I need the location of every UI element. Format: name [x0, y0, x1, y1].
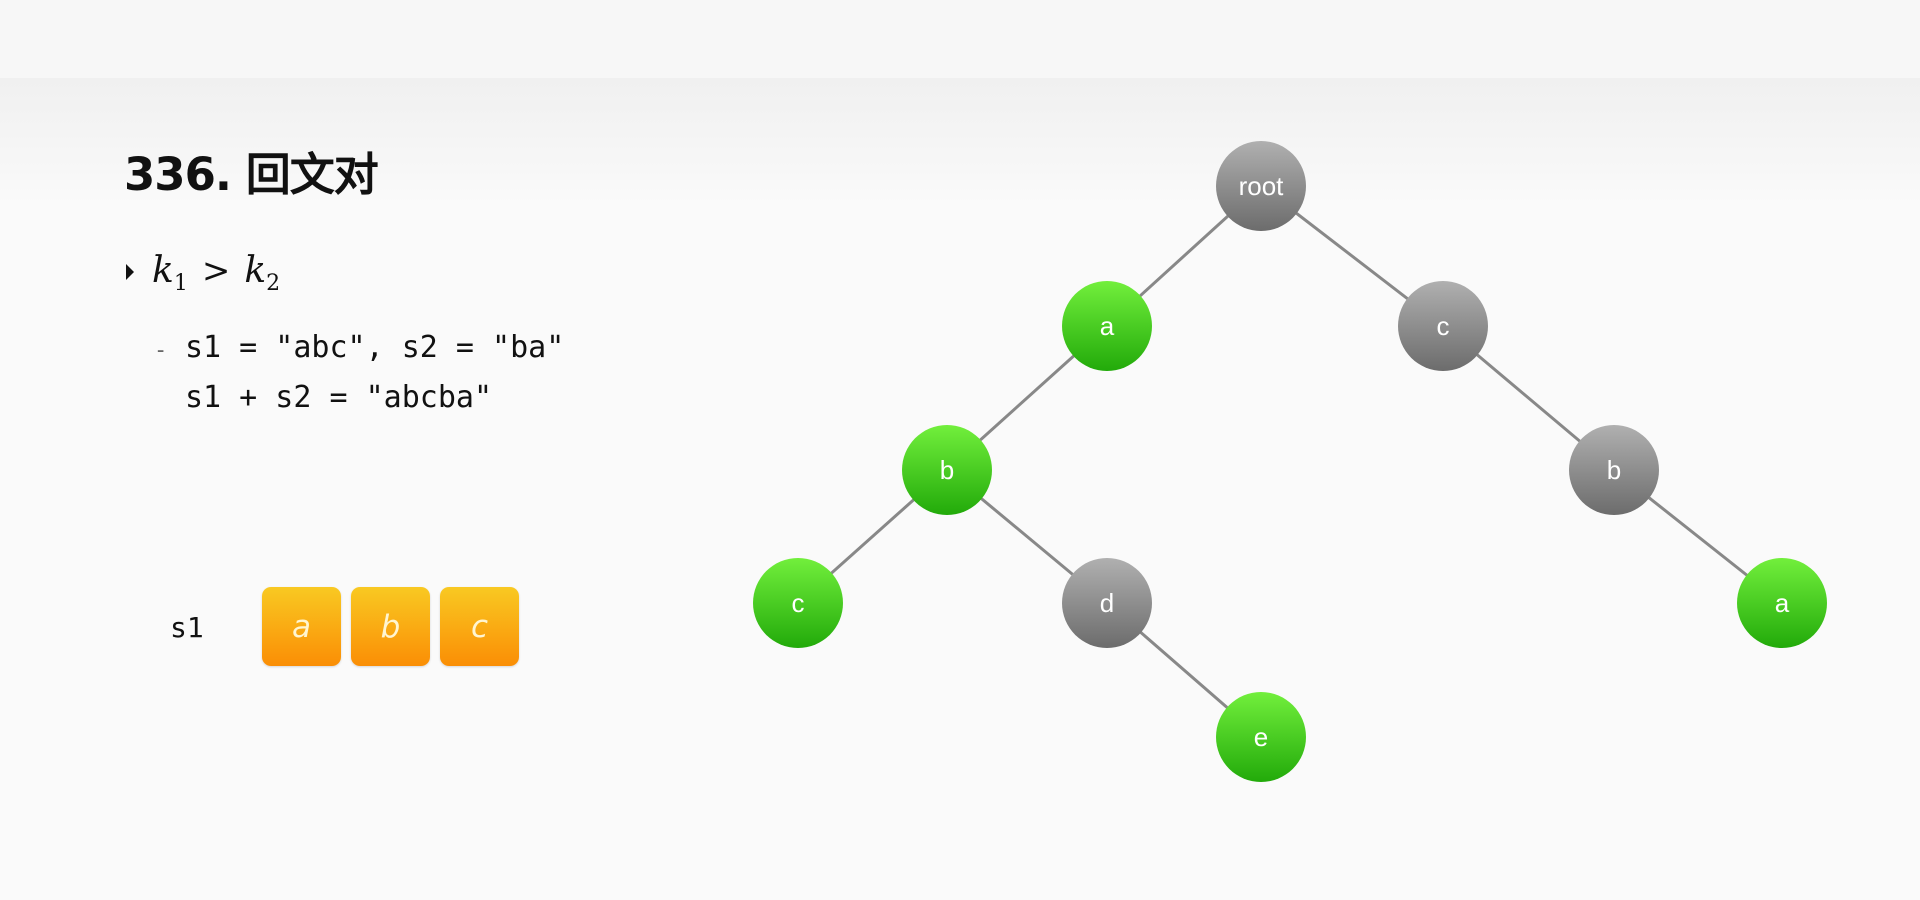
trie-node-label: c [792, 588, 805, 618]
trie-node-d1: d [1062, 558, 1152, 648]
header-shade [0, 78, 1920, 208]
s1-char-cell: b [351, 587, 430, 666]
trie-node-circle [902, 425, 992, 515]
trie-node-b1: b [902, 425, 992, 515]
trie-node-circle [1216, 692, 1306, 782]
trie-node-label: e [1254, 722, 1268, 752]
trie-node-label: c [1437, 311, 1450, 341]
code-line-2: s1 + s2 = "abcba" [185, 380, 493, 415]
trie-node-circle [1062, 281, 1152, 371]
trie-node-root: root [1216, 141, 1306, 231]
trie-node-circle [1569, 425, 1659, 515]
code-line-1: s1 = "abc", s2 = "ba" [185, 330, 565, 365]
trie-node-circle [753, 558, 843, 648]
trie-node-label: b [940, 455, 954, 485]
lhs-sub: 1 [173, 271, 188, 296]
s1-label: s1 [170, 611, 204, 644]
trie-node-label: root [1239, 171, 1285, 201]
trie-node-circle [1062, 558, 1152, 648]
trie-node-a2: a [1737, 558, 1827, 648]
trie-node-e1: e [1216, 692, 1306, 782]
trie-node-b2: b [1569, 425, 1659, 515]
trie-node-label: a [1775, 588, 1790, 618]
page-title: 336. 回文对 [124, 148, 379, 201]
trie-nodes: root a c b b c d a e [753, 141, 1827, 782]
trie-node-a1: a [1062, 281, 1152, 371]
s1-char-cell: a [262, 587, 341, 666]
list-dash: - [154, 338, 168, 363]
trie-node-circle [1737, 558, 1827, 648]
trie-node-c2: c [753, 558, 843, 648]
rhs-var: k [244, 250, 267, 291]
trie-node-circle [1216, 141, 1306, 231]
bullet-triangle-icon [126, 264, 134, 280]
s1-char-cell: c [440, 587, 519, 666]
rhs-sub: 2 [266, 271, 281, 296]
s1-char-cells: a b c [262, 587, 519, 666]
trie-node-label: b [1607, 455, 1621, 485]
lhs-var: k [152, 250, 174, 291]
trie-node-label: a [1100, 311, 1115, 341]
trie-node-c1: c [1398, 281, 1488, 371]
condition-formula: k1>k2 [152, 250, 280, 296]
comparison-op: > [201, 251, 231, 291]
trie-node-label: d [1100, 588, 1114, 618]
top-bar [0, 0, 1920, 78]
trie-node-circle [1398, 281, 1488, 371]
